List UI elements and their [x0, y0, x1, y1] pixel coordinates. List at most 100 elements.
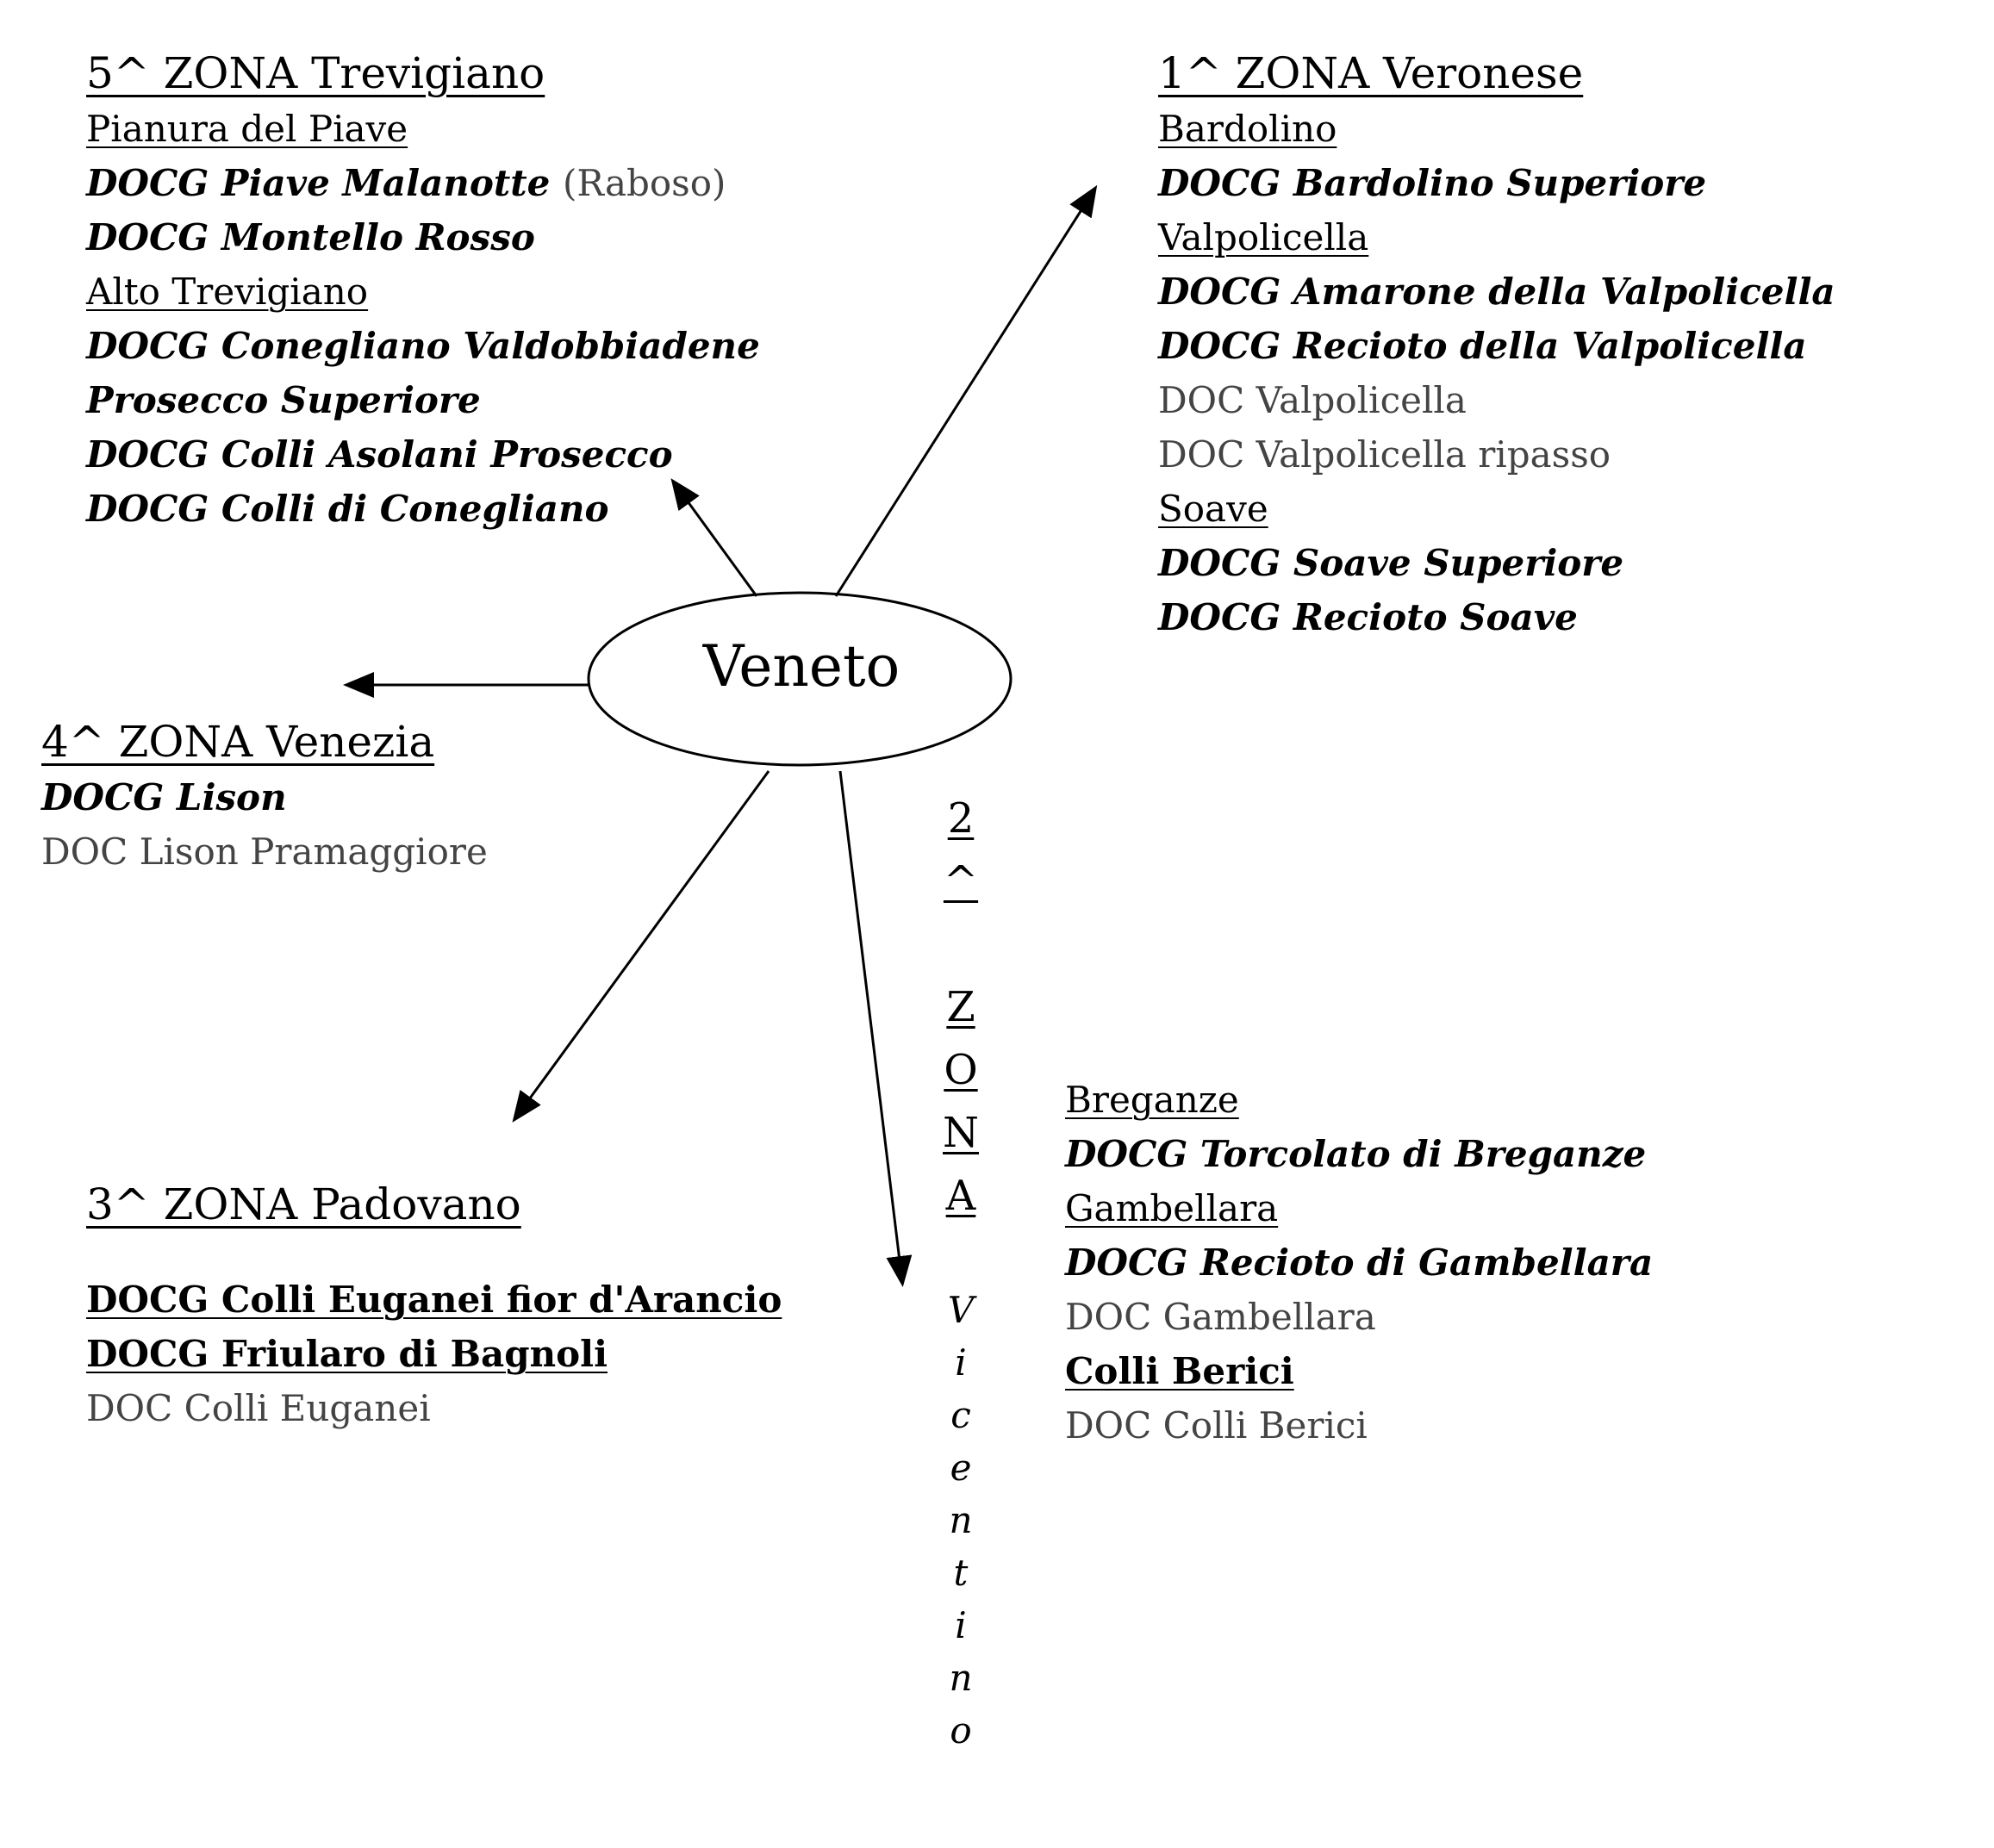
- subzone-label: Breganze: [1065, 1073, 1653, 1127]
- name-char: i: [955, 1341, 967, 1384]
- title-char: Z: [946, 983, 975, 1031]
- entry-text: DOCG Piave Malanotte: [86, 162, 551, 204]
- entry-text: DOC Colli Berici: [1065, 1404, 1368, 1447]
- zone-title: 5^ ZONA Trevigiano: [86, 48, 545, 98]
- entry-text: DOCG Torcolato di Breganze: [1065, 1133, 1647, 1175]
- arrow-to-veronese: [834, 184, 1098, 597]
- subzone-label: Gambellara: [1065, 1181, 1653, 1235]
- docg-entry: DOCG Torcolato di Breganze: [1065, 1127, 1653, 1181]
- name-char: c: [950, 1394, 971, 1436]
- subzone-label: Soave: [1158, 482, 1835, 536]
- doc-entry: DOC Valpolicella: [1158, 373, 1835, 427]
- doc-entry: DOC Colli Berici: [1065, 1398, 1653, 1453]
- doc-entry: DOC Colli Euganei: [86, 1381, 782, 1435]
- docg-entry: DOCG Colli Asolani Prosecco: [86, 427, 760, 482]
- entry-text: Alto Trevigiano: [86, 271, 369, 313]
- entry-text: DOCG Montello Rosso: [86, 216, 535, 258]
- center-label: Veneto: [702, 633, 900, 700]
- arrow-to-padovano: [512, 770, 770, 1123]
- subzone-label: Alto Trevigiano: [86, 264, 760, 319]
- doc-entry: DOC Lison Pramaggiore: [41, 824, 488, 879]
- zone-padovano: 3^ ZONA Padovano DOCG Colli Euganei fior…: [86, 1176, 782, 1435]
- entry-text: DOC Valpolicella ripasso: [1158, 433, 1611, 476]
- entry-text: Colli Berici: [1065, 1350, 1294, 1392]
- entry-text: DOC Colli Euganei: [86, 1387, 431, 1429]
- title-char: 2: [947, 794, 975, 843]
- subzone-label: Bardolino: [1158, 102, 1835, 156]
- docg-entry: DOCG Lison: [41, 770, 488, 824]
- title-char: A: [945, 1172, 976, 1220]
- name-char: n: [949, 1657, 973, 1699]
- doc-entry: DOC Valpolicella ripasso: [1158, 427, 1835, 482]
- name-char: n: [949, 1499, 973, 1541]
- entry-text: Bardolino: [1158, 108, 1337, 150]
- docg-entry: DOCG Recioto di Gambellara: [1065, 1235, 1653, 1290]
- entry-text: DOCG Bardolino Superiore: [1158, 162, 1707, 204]
- name-char: e: [950, 1447, 972, 1489]
- entry-text: DOCG Recioto di Gambellara: [1065, 1241, 1654, 1284]
- docg-entry: DOCG Piave Malanotte (Raboso): [86, 156, 760, 210]
- entry-text: DOCG Soave Superiore: [1158, 542, 1624, 584]
- name-char: t: [953, 1552, 969, 1594]
- docg-entry: DOCG Conegliano Valdobbiadene: [86, 319, 760, 373]
- docg-entry: DOCG Soave Superiore: [1158, 536, 1835, 590]
- doc-entry: DOC Gambellara: [1065, 1290, 1653, 1344]
- subzone-label: Pianura del Piave: [86, 102, 760, 156]
- entry-text: DOCG Friularo di Bagnoli: [86, 1333, 608, 1375]
- entry-text: DOCG Colli Euganei fior d'Arancio: [86, 1279, 782, 1321]
- entry-text: DOC Valpolicella: [1158, 379, 1467, 421]
- zone-title: 4^ ZONA Venezia: [41, 717, 435, 767]
- entry-text: Prosecco Superiore: [86, 379, 481, 421]
- entry-note: (Raboso): [563, 162, 726, 204]
- title-char: ^: [943, 857, 979, 905]
- docg-entry: DOCG Montello Rosso: [86, 210, 760, 264]
- zone-title: 1^ ZONA Veronese: [1158, 48, 1584, 98]
- name-char: V: [947, 1289, 975, 1331]
- docg-entry: DOCG Amarone della Valpolicella: [1158, 264, 1835, 319]
- zone-vicentino-name: V i c e n t i n o: [935, 1284, 987, 1757]
- entry-text: DOC Lison Pramaggiore: [41, 831, 488, 873]
- name-char: i: [955, 1604, 967, 1646]
- entry-text: Soave: [1158, 488, 1268, 530]
- arrow-to-trevigiano: [670, 478, 758, 597]
- docg-entry: Prosecco Superiore: [86, 373, 760, 427]
- zone-title: 3^ ZONA Padovano: [86, 1179, 521, 1229]
- docg-entry: DOCG Bardolino Superiore: [1158, 156, 1835, 210]
- title-char: O: [944, 1046, 978, 1094]
- zone-vicentino-title: 2 ^ Z O N A: [935, 787, 987, 1228]
- entry-text: DOCG Recioto Soave: [1158, 596, 1578, 638]
- entry-text: DOCG Recioto della Valpolicella: [1158, 325, 1807, 367]
- entry-text: DOCG Conegliano Valdobbiadene: [86, 325, 760, 367]
- docg-entry: DOCG Colli di Conegliano: [86, 482, 760, 536]
- entry-text: Gambellara: [1065, 1187, 1279, 1229]
- docg-entry: DOCG Recioto Soave: [1158, 590, 1835, 644]
- arrow-to-vicentino: [838, 770, 913, 1287]
- title-char: N: [943, 1109, 979, 1157]
- center-ellipse: [587, 591, 1013, 767]
- docg-entry: DOCG Recioto della Valpolicella: [1158, 319, 1835, 373]
- entry-text: Breganze: [1065, 1079, 1239, 1121]
- entry-text: Pianura del Piave: [86, 108, 408, 150]
- entry-text: DOCG Lison: [41, 776, 287, 818]
- name-char: o: [950, 1709, 972, 1752]
- subzone-label: Valpolicella: [1158, 210, 1835, 264]
- entry-text: Valpolicella: [1158, 216, 1369, 258]
- entry-text: DOCG Colli di Conegliano: [86, 488, 609, 530]
- entry-text: DOCG Amarone della Valpolicella: [1158, 271, 1835, 313]
- entry-text: DOC Gambellara: [1065, 1296, 1376, 1338]
- title-gap: [935, 913, 987, 976]
- docg-entry: DOCG Friularo di Bagnoli: [86, 1327, 782, 1381]
- docg-entry: DOCG Colli Euganei fior d'Arancio: [86, 1272, 782, 1327]
- entry-text: DOCG Colli Asolani Prosecco: [86, 433, 673, 476]
- docg-entry: Colli Berici: [1065, 1344, 1653, 1398]
